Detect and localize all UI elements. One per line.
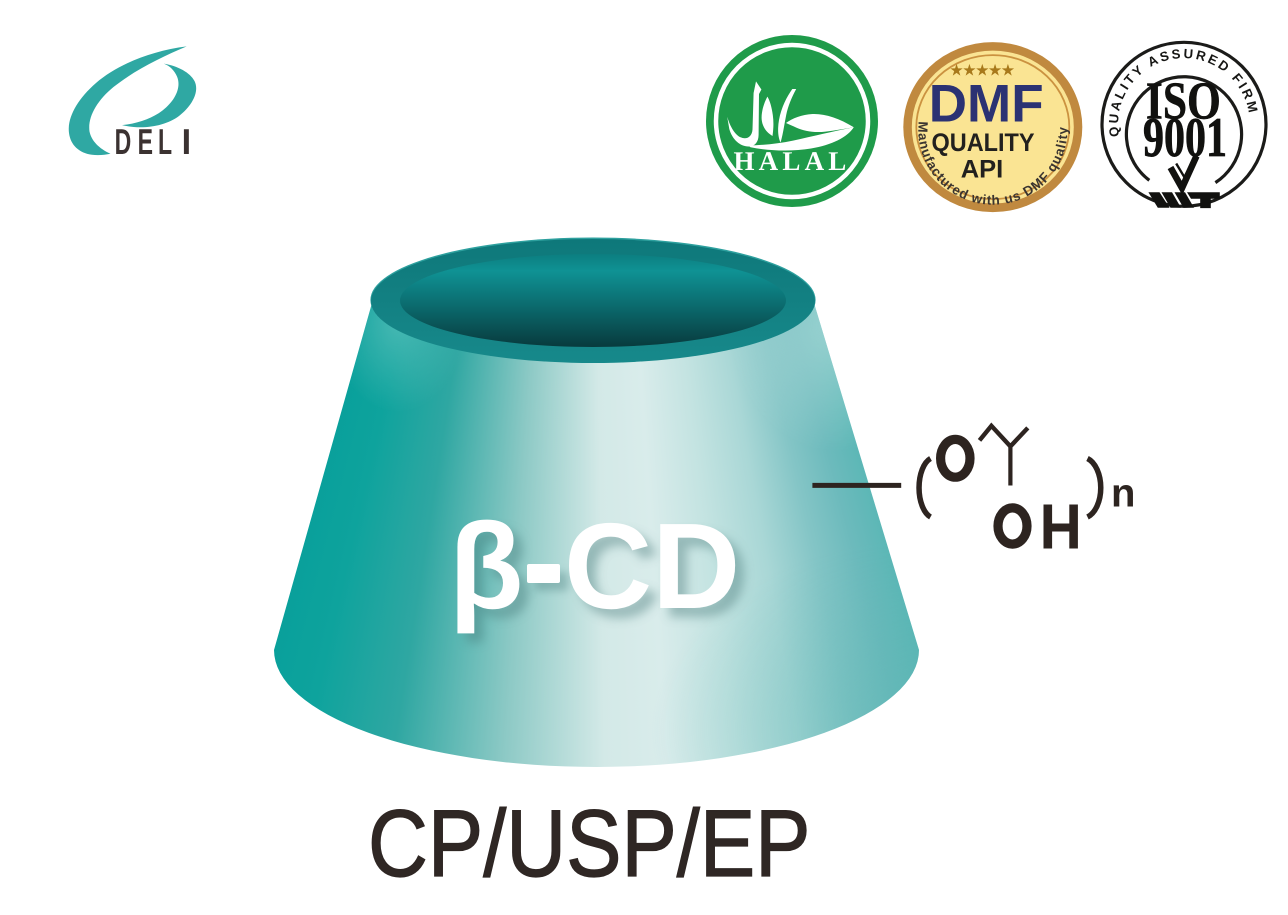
svg-text:★★★★★: ★★★★★ <box>949 62 1014 79</box>
svg-text:ISO: ISO <box>1146 71 1221 130</box>
svg-text:I: I <box>182 121 192 162</box>
svg-text:D: D <box>115 121 132 162</box>
svg-text:n: n <box>1111 472 1135 516</box>
svg-text:QUALITY: QUALITY <box>931 129 1034 157</box>
svg-text:E: E <box>138 121 153 162</box>
svg-text:DMF: DMF <box>928 74 1043 133</box>
svg-text:API: API <box>960 155 1003 183</box>
svg-text:HALAL: HALAL <box>733 146 850 176</box>
svg-text:9001: 9001 <box>1143 107 1227 169</box>
svg-text:L: L <box>158 121 172 162</box>
